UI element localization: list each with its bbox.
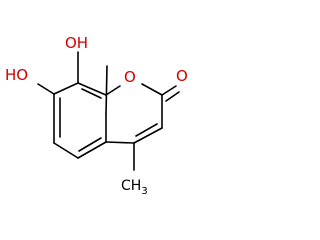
methyl-label: CH3	[121, 178, 148, 197]
hydroxyl-top-label: OH	[65, 34, 88, 52]
ring-oxygen-label: O	[124, 68, 136, 86]
bond-c5-c6	[53, 142, 79, 159]
bond-c7-ho	[37, 83, 55, 95]
bond-inner-c4a-c5	[78, 137, 102, 152]
bond-c2-carbonyl-1	[161, 85, 177, 96]
bond-c8a-o1	[105, 85, 121, 96]
bond-c2-carbonyl-2	[165, 91, 180, 102]
bond-c4a-c5	[77, 141, 107, 159]
molecule-diagram: OH HO O O CH3	[5, 34, 188, 197]
carbonyl-oxygen-label: O	[176, 67, 188, 85]
bond-inner-c8-c8a	[81, 88, 102, 99]
methyl-main-text: CH	[121, 178, 141, 194]
hydroxyl-left-label: HO	[5, 66, 28, 84]
bond-c3-c4	[133, 127, 163, 144]
structure-canvas: OH HO O O CH3	[5, 34, 188, 197]
bond-o1-c2	[141, 83, 163, 96]
bond-c7-c8	[53, 82, 79, 95]
bond-c4-c4a	[105, 141, 135, 144]
bond-c8-c8a	[105, 65, 108, 115]
methyl-subscript-text: 3	[141, 186, 147, 197]
bond-inner-c3-c4	[135, 123, 158, 137]
bond-c8-c8a-ring	[77, 82, 107, 96]
